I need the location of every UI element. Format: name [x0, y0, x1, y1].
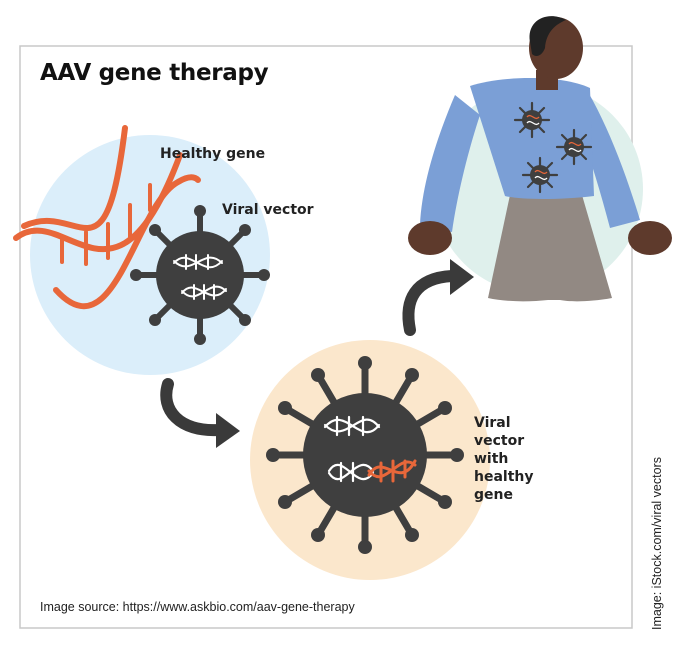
patient-right-hand [628, 221, 672, 255]
arrow-to-patient-icon [402, 259, 474, 336]
viral-vector-icon [130, 205, 270, 345]
image-source-caption: Image source: https://www.askbio.com/aav… [40, 600, 355, 614]
diagram-title: AAV gene therapy [40, 60, 269, 86]
image-credit-caption: Image: iStock.com/viral vectors [650, 457, 664, 630]
patient-figure [408, 16, 672, 302]
vector-with-gene-line: Viral [474, 415, 511, 431]
vector-with-gene-line: vector [474, 433, 525, 449]
vector-with-gene-line: gene [474, 487, 513, 503]
arrow-to-vector-icon [160, 378, 240, 448]
viral-vector-label: Viral vector [222, 202, 314, 218]
patient-left-hand [408, 221, 452, 255]
patient-left-arm [420, 95, 480, 232]
vector-with-gene-line: with [474, 451, 509, 467]
vector-with-gene-label: Viral vector with healthy gene [474, 414, 584, 504]
vector-with-gene-icon [266, 356, 464, 554]
patient-pants [488, 195, 612, 302]
frame-border [19, 45, 633, 629]
vector-with-gene-line: healthy [474, 469, 534, 485]
patient-shirt [470, 78, 594, 199]
healthy-gene-label: Healthy gene [160, 146, 266, 162]
patient-hair [529, 16, 566, 56]
healthy-gene-dna [13, 125, 201, 310]
